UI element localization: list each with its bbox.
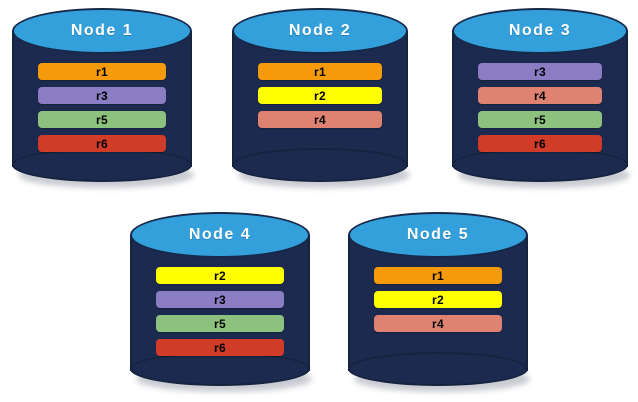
replica-label: r1 — [96, 64, 108, 79]
node-4-replica-r5[interactable]: r5 — [156, 315, 284, 332]
node-2-replica-stack: r1 r2 r4 — [258, 63, 382, 128]
node-1-replica-r5[interactable]: r5 — [38, 111, 166, 128]
node-1-title: Node 1 — [70, 22, 134, 39]
node-4-title: Node 4 — [188, 226, 252, 243]
node-2-title: Node 2 — [288, 22, 352, 39]
node-3-replica-r4[interactable]: r4 — [478, 87, 602, 104]
node-2-replica-r4[interactable]: r4 — [258, 111, 382, 128]
replica-label: r3 — [214, 292, 226, 307]
node-4-replica-r2[interactable]: r2 — [156, 267, 284, 284]
node-1-replica-r1[interactable]: r1 — [38, 63, 166, 80]
replica-label: r2 — [214, 268, 226, 283]
node-4-replica-stack: r2 r3 r5 r6 — [156, 267, 284, 356]
replica-label: r5 — [534, 112, 546, 127]
node-5-cylinder[interactable]: Node 5 r1 r2 r4 — [348, 212, 530, 392]
node-3-replica-r6[interactable]: r6 — [478, 135, 602, 152]
replica-label: r6 — [214, 340, 226, 355]
node-4-replica-r6[interactable]: r6 — [156, 339, 284, 356]
node-2-bottom-cap — [232, 148, 408, 182]
node-5-title: Node 5 — [406, 226, 470, 243]
node-1-bottom-cap — [12, 148, 192, 182]
node-5-replica-r2[interactable]: r2 — [374, 291, 502, 308]
node-4-bottom-cap — [130, 352, 310, 386]
replica-label: r4 — [534, 88, 546, 103]
node-3-bottom-cap — [452, 148, 628, 182]
replica-label: r4 — [314, 112, 326, 127]
replica-label: r6 — [534, 136, 546, 151]
node-5-bottom-cap — [348, 352, 528, 386]
replica-label: r1 — [432, 268, 444, 283]
node-4-cylinder[interactable]: Node 4 r2 r3 r5 r6 — [130, 212, 312, 392]
node-3-replica-stack: r3 r4 r5 r6 — [478, 63, 602, 152]
node-4-top-cap — [130, 212, 310, 258]
node-3-top-cap — [452, 8, 628, 54]
node-1-replica-stack: r1 r3 r5 r6 — [38, 63, 166, 152]
node-2-top-cap — [232, 8, 408, 54]
replica-label: r5 — [96, 112, 108, 127]
node-5-replica-r4[interactable]: r4 — [374, 315, 502, 332]
node-5-replica-stack: r1 r2 r4 — [374, 267, 502, 332]
node-5-top-cap — [348, 212, 528, 258]
replica-label: r5 — [214, 316, 226, 331]
node-3-cylinder[interactable]: Node 3 r3 r4 r5 r6 — [452, 8, 630, 188]
node-4-replica-r3[interactable]: r3 — [156, 291, 284, 308]
node-3-replica-r3[interactable]: r3 — [478, 63, 602, 80]
node-2-replica-r2[interactable]: r2 — [258, 87, 382, 104]
replica-label: r1 — [314, 64, 326, 79]
replica-label: r3 — [534, 64, 546, 79]
node-2-cylinder[interactable]: Node 2 r1 r2 r4 — [232, 8, 410, 188]
node-2-replica-r1[interactable]: r1 — [258, 63, 382, 80]
node-1-top-cap — [12, 8, 192, 54]
replica-label: r2 — [314, 88, 326, 103]
node-5-replica-r1[interactable]: r1 — [374, 267, 502, 284]
node-3-title: Node 3 — [508, 22, 572, 39]
replica-label: r3 — [96, 88, 108, 103]
node-1-replica-r3[interactable]: r3 — [38, 87, 166, 104]
replica-label: r6 — [96, 136, 108, 151]
replica-label: r4 — [432, 316, 444, 331]
node-1-replica-r6[interactable]: r6 — [38, 135, 166, 152]
node-1-cylinder[interactable]: Node 1 r1 r3 r5 r6 — [12, 8, 194, 188]
node-3-replica-r5[interactable]: r5 — [478, 111, 602, 128]
replica-label: r2 — [432, 292, 444, 307]
